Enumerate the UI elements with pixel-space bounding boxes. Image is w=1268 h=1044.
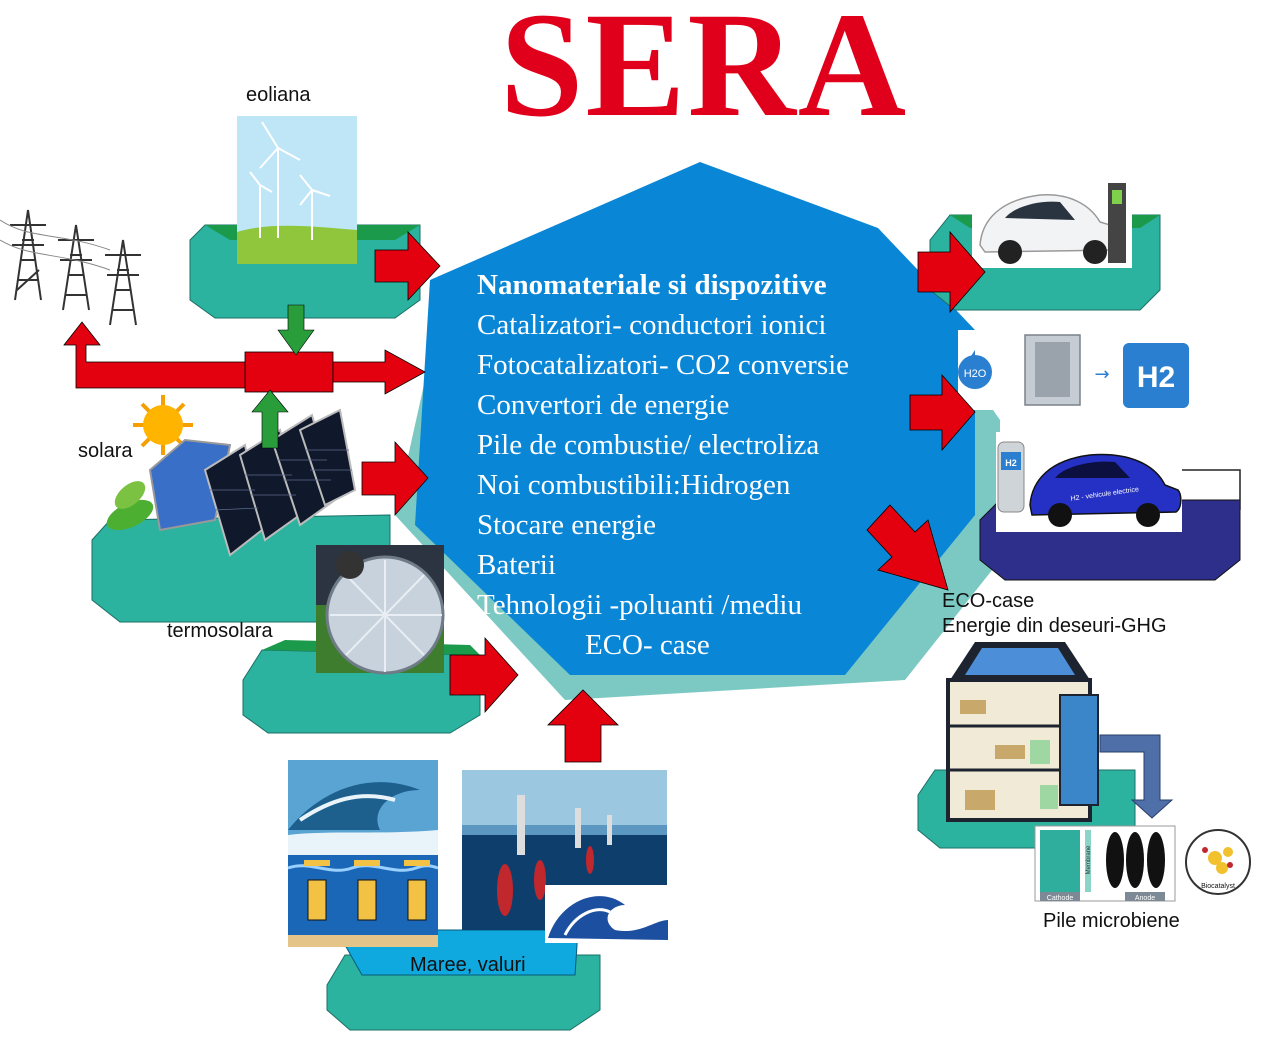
wind-turbine-image [237, 116, 357, 264]
center-item: Pile de combustie/ electroliza [477, 429, 820, 461]
label-pile-microbiene: Pile microbiene [1043, 910, 1180, 932]
label-solara: solara [78, 440, 133, 462]
sun-icon [133, 395, 193, 455]
center-item: Convertori de energie [477, 389, 730, 421]
center-item: Stocare energie [477, 509, 657, 541]
label-termosolara: termosolara [167, 620, 273, 642]
arrow-center-car [917, 230, 986, 314]
tidal-turbine-image [462, 770, 667, 930]
wave-icon [545, 885, 670, 943]
center-item: Tehnologii -poluanti /mediu [477, 589, 802, 621]
solar-concentrator-image [316, 545, 445, 675]
green-arrows [251, 304, 315, 449]
splitter-box [244, 351, 334, 393]
wave-photo-image [288, 760, 438, 855]
electrolysis-image: H2O → H2 [958, 330, 1190, 410]
arrow-maree-up [547, 689, 619, 763]
center-item: Noi combustibili:Hidrogen [477, 469, 791, 501]
anode-label: Anode [1135, 895, 1155, 902]
center-item: Baterii [477, 549, 556, 581]
h2-pump-label: H2 [1005, 458, 1017, 468]
page-title: SERA [500, 0, 909, 148]
arrow-termosolara-right [449, 636, 519, 714]
leaf-icon [106, 481, 154, 531]
hydrogen-vehicle-image: H2 H2 - vehicule electrice [996, 432, 1182, 532]
arrow-solara-up [251, 389, 289, 449]
membrane-label: Membrane [1086, 845, 1092, 874]
label-eco-case: ECO-case [942, 590, 1035, 612]
eco-house-image [946, 642, 1174, 822]
ev-charging-image [972, 178, 1132, 268]
microbial-cell-image: Cathode Anode Membrane Biocatalyst [1034, 825, 1251, 902]
arrow-eoliana-right [374, 230, 441, 302]
wave-converter-image [287, 855, 439, 947]
center-text-list: Nanomateriale si dispozitive Catalizator… [477, 265, 849, 665]
label-eoliana: eoliana [246, 84, 311, 106]
central-octagon [395, 162, 1000, 700]
arrow-eoliana-down [277, 304, 315, 356]
arrow-center-h2 [909, 373, 976, 452]
arrow-solara-right [361, 440, 429, 517]
h2o-label: H2O [964, 368, 987, 380]
octagon-body [415, 162, 975, 675]
arrow-splitter-right [332, 349, 426, 395]
arrows [63, 230, 986, 763]
center-item: Fotocatalizatori- CO2 conversie [477, 349, 850, 381]
pylons-icon [0, 209, 141, 326]
arrow-glyph: → [1094, 364, 1109, 385]
label-energie-deseuri: Energie din deseuri-GHG [942, 615, 1167, 637]
arrow-center-vehicle [866, 504, 949, 591]
center-heading: Nanomateriale si dispozitive [477, 269, 827, 301]
center-item-last: ECO- case [585, 629, 710, 661]
h2-label: H2 [1137, 361, 1175, 394]
arrow-splitter-pylons [63, 321, 246, 389]
center-item: Catalizatori- conductori ionici [477, 309, 827, 341]
solar-panels-image [148, 408, 357, 557]
biocatalyst-label: Biocatalyst [1201, 883, 1235, 890]
cathode-label: Cathode [1047, 895, 1074, 902]
label-maree: Maree, valuri [410, 954, 526, 976]
